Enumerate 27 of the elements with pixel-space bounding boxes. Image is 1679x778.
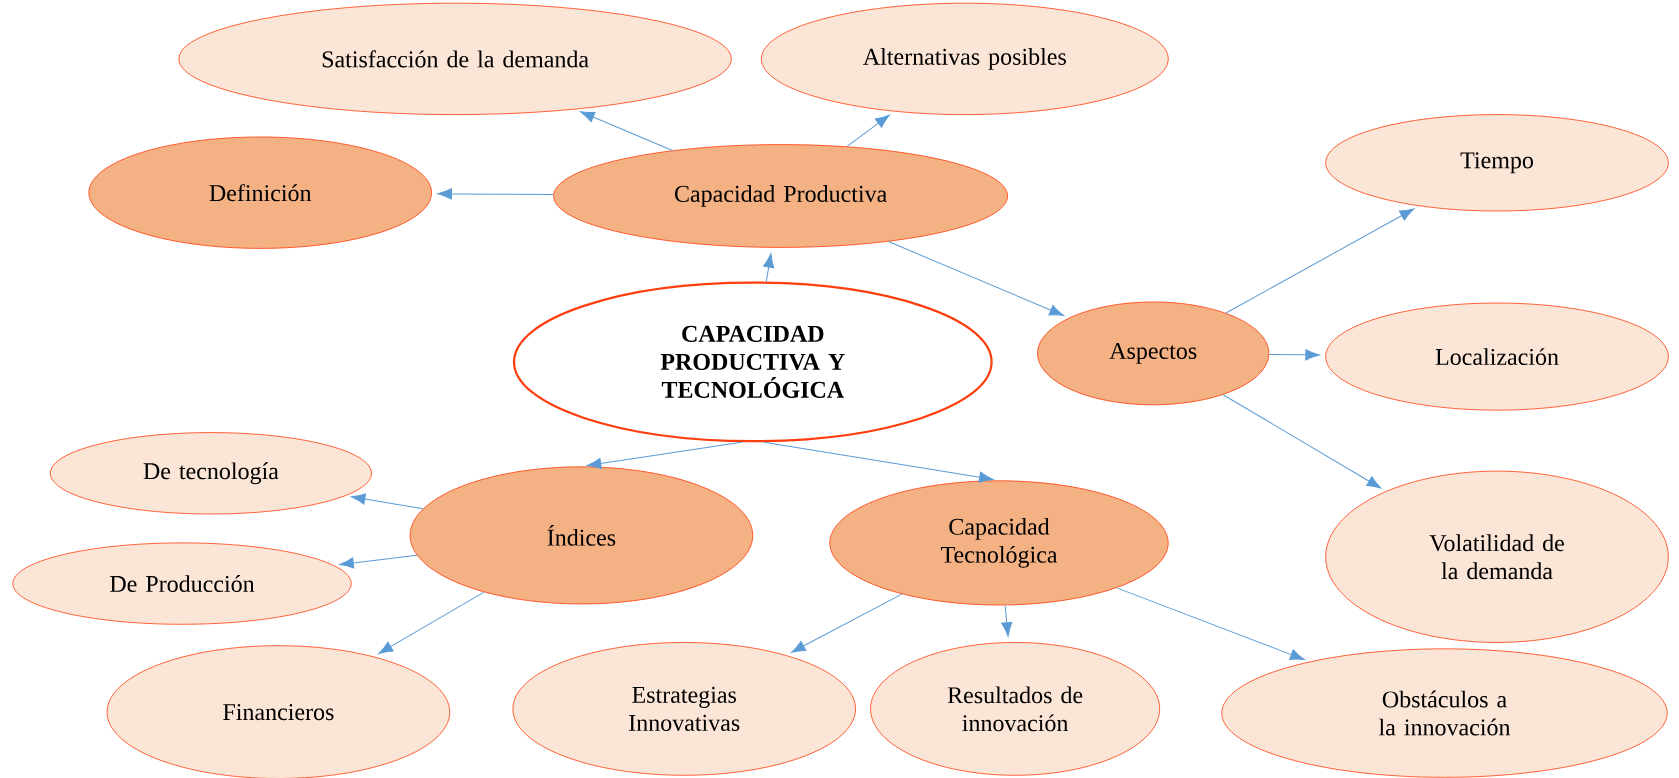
arrow xyxy=(586,441,743,470)
arrow xyxy=(763,441,994,483)
ellipse-node: De Producción xyxy=(12,542,352,625)
ellipse-node: Satisfacción de la demanda xyxy=(178,2,732,115)
ellipse-node: Estrategias Innovativas xyxy=(512,642,856,776)
arrow xyxy=(1001,604,1013,637)
arrow xyxy=(763,253,775,283)
arrow xyxy=(1268,349,1320,361)
ellipse-node: Tiempo xyxy=(1325,114,1669,212)
arrow xyxy=(580,111,673,151)
arrow xyxy=(339,554,418,569)
arrow xyxy=(378,591,485,654)
arrow xyxy=(1222,394,1382,489)
arrow xyxy=(437,188,554,200)
ellipse-node: Financieros xyxy=(106,645,451,778)
arrow xyxy=(846,114,890,147)
ellipse-node: Alternativas posibles xyxy=(760,2,1169,115)
arrow xyxy=(791,593,903,653)
ellipse-node: Volatilidad de la demanda xyxy=(1325,470,1669,643)
ellipse-node: Obstáculos a la innovación xyxy=(1221,648,1668,778)
ellipse-node: Resultados de innovación xyxy=(870,642,1161,776)
arrow xyxy=(1116,587,1305,660)
ellipse-node: De tecnología xyxy=(49,432,372,515)
ellipse-node: Localización xyxy=(1325,302,1669,411)
arrow xyxy=(888,241,1064,316)
arrow xyxy=(350,493,424,510)
arrow xyxy=(1225,208,1415,314)
